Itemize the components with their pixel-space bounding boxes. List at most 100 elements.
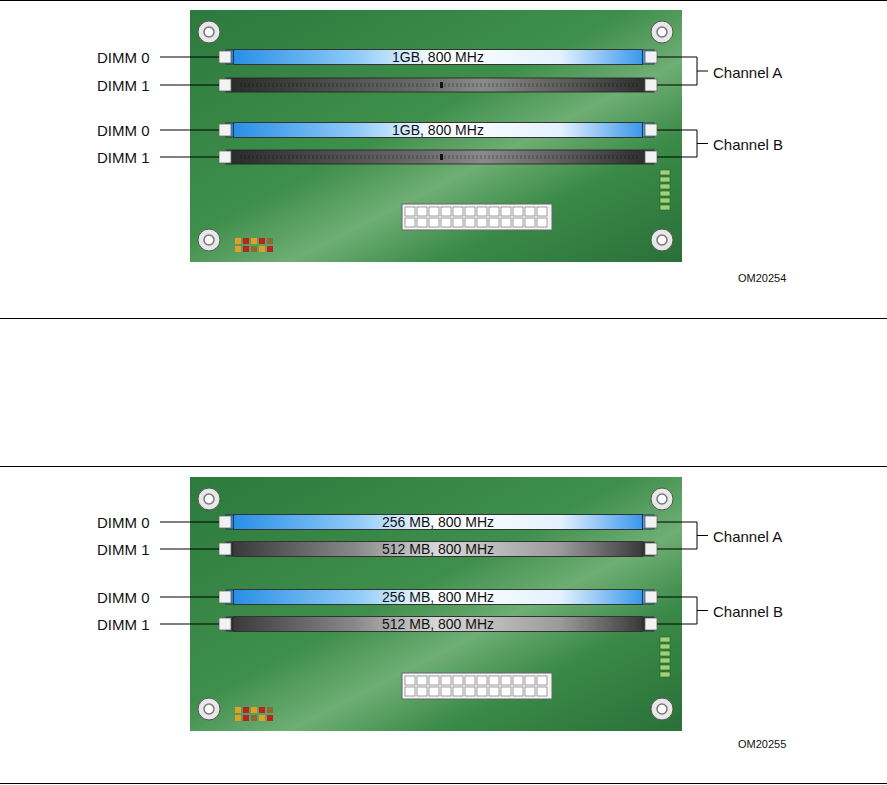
channel-bracket [657,522,708,549]
connector-pin [489,207,499,216]
connector-pin [465,207,475,216]
header-pin [660,637,670,642]
mounting-hole [198,229,220,251]
connector-pin [429,207,439,216]
module-size-label: 1GB, 800 MHz [392,123,484,137]
connector-pin [441,676,451,685]
connector-pin [417,676,427,685]
connector-pin [441,218,451,227]
connector-pin [441,207,451,216]
header-pin [267,715,273,721]
connector-pin [453,207,463,216]
header-pin [259,715,265,721]
leader-line [160,597,219,598]
mounting-hole [657,704,667,714]
mounting-hole [657,494,667,504]
figure-number: OM20254 [738,273,786,284]
mounting-hole [204,704,214,714]
memory-module: 1GB, 800 MHz [233,122,643,138]
dimm-label: DIMM 1 [97,78,150,93]
black-dimm-slot [219,150,657,164]
header-pin [267,707,273,713]
connector-pin [429,676,439,685]
connector-pin [465,687,475,696]
leader-line [160,85,219,86]
connector-pin [405,207,415,216]
connector-pin [429,218,439,227]
mounting-hole [204,235,214,245]
connector-pin [405,676,415,685]
leader-line [160,624,219,625]
header-pin [660,205,670,210]
connector-pin [501,687,511,696]
mounting-hole [651,21,673,43]
blue-dimm-slot [219,515,657,529]
header-pin [267,246,273,252]
connector-pin [417,207,427,216]
mounting-hole [651,229,673,251]
leader-line [160,130,219,131]
connector-pin [429,687,439,696]
connector-pin [441,687,451,696]
channel-label: Channel A [713,65,782,80]
connector-pin [477,207,487,216]
black-dimm-slot [219,542,657,556]
leader-line [160,549,219,550]
channel-bracket [657,597,708,624]
connector-pin [501,218,511,227]
header-pin [243,715,249,721]
black-dimm-slot [219,617,657,631]
header-pin [660,170,670,175]
leader-line [160,57,219,58]
channel-bracket [657,130,708,157]
header-pin [660,672,670,677]
header-pin [251,238,257,244]
header-pin [251,715,257,721]
module-size-label: 512 MB, 800 MHz [382,542,494,556]
connector-pin [501,207,511,216]
header-pin [660,177,670,182]
module-size-label: 512 MB, 800 MHz [382,617,494,631]
header-pin [235,238,241,244]
connector-pin [453,687,463,696]
leader-line [160,157,219,158]
header-pin [243,238,249,244]
module-size-label: 256 MB, 800 MHz [382,515,494,529]
blue-dimm-slot [219,590,657,604]
connector-pin [537,687,547,696]
connector-pin [525,218,535,227]
connector-pin [489,218,499,227]
dimm-label: DIMM 1 [97,542,150,557]
mounting-hole [204,494,214,504]
header-pin [660,191,670,196]
header-pin [267,238,273,244]
header-pin [251,246,257,252]
mounting-hole [198,698,220,720]
connector-pin [453,676,463,685]
connector-pin [525,676,535,685]
leader-line [160,522,219,523]
mounting-hole [198,488,220,510]
connector-pin [477,218,487,227]
connector-pin [477,687,487,696]
header-pin [660,644,670,649]
connector-pin [537,676,547,685]
channel-bracket [657,57,708,85]
connector-pin [489,687,499,696]
connector-pin [537,218,547,227]
connector-pin [513,218,523,227]
connector-pin [405,218,415,227]
header-pin [251,707,257,713]
header-pin [243,707,249,713]
connector-pin [513,207,523,216]
memory-module: 512 MB, 800 MHz [233,541,643,557]
module-size-label: 256 MB, 800 MHz [382,590,494,604]
figure-number: OM20255 [738,739,786,750]
blue-dimm-slot [219,50,657,64]
channel-label: Channel A [713,529,782,544]
header-pin [259,707,265,713]
motherboard [190,10,682,262]
dimm-label: DIMM 0 [97,590,150,605]
dimm-label: DIMM 0 [97,123,150,138]
mounting-hole [651,488,673,510]
